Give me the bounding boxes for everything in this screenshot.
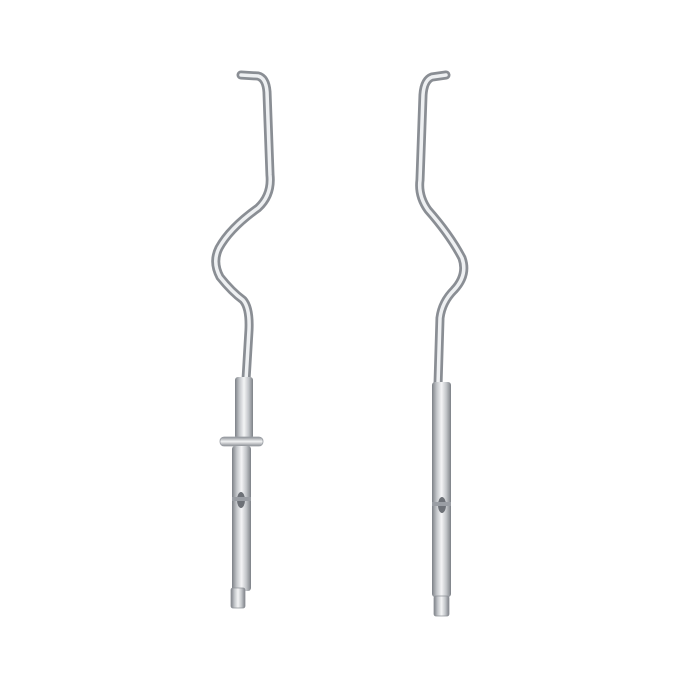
dough-hook-right — [415, 70, 469, 617]
right-shaft — [432, 382, 451, 597]
left-shaft-tip — [230, 587, 246, 609]
left-hook-wire-highlight — [214, 73, 272, 382]
right-shaft-tip — [433, 595, 450, 617]
right-hook-wire-highlight — [417, 73, 466, 387]
left-slot-bar — [232, 497, 251, 501]
right-slot-bar — [432, 502, 451, 506]
left-lower-shaft — [232, 446, 251, 591]
dough-hook-left — [211, 70, 275, 609]
left-collar — [219, 436, 264, 447]
left-upper-shaft — [235, 377, 253, 439]
